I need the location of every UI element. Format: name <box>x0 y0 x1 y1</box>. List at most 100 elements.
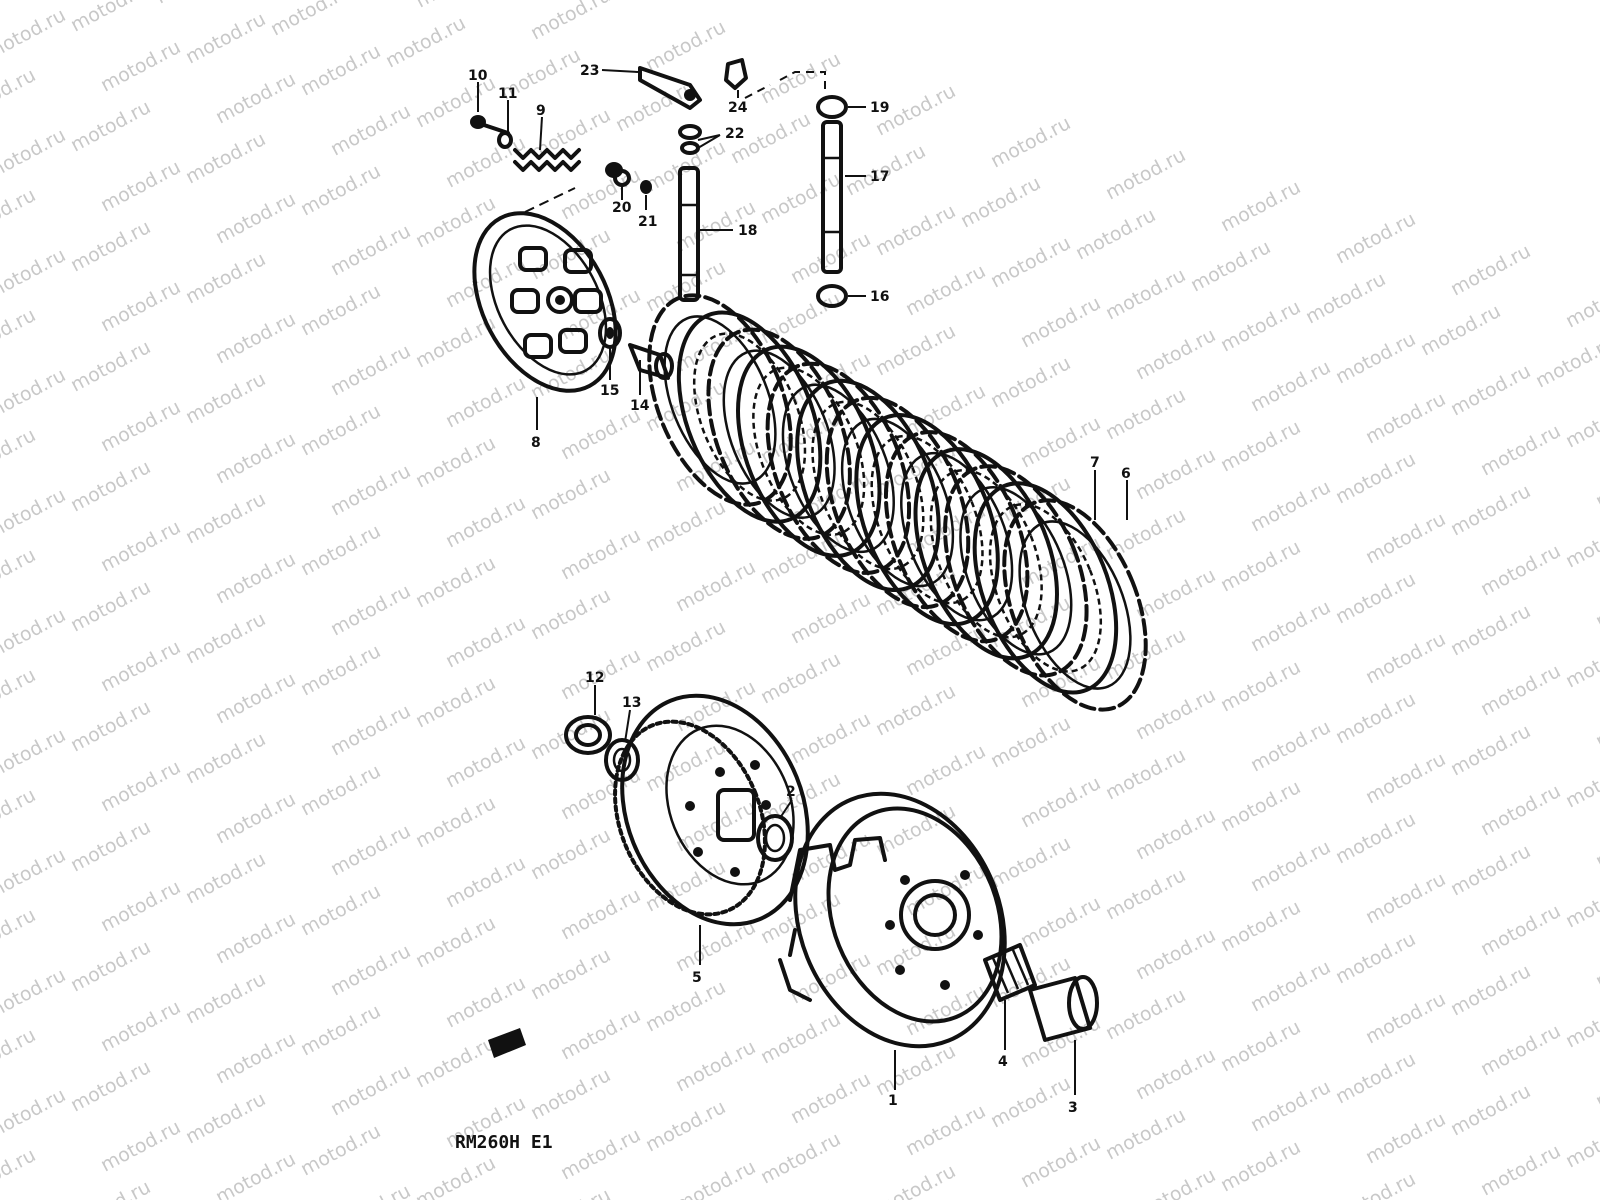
watermark-text: motod.ru <box>1102 384 1189 444</box>
watermark-text: motod.ru <box>1532 332 1600 392</box>
watermark-text: motod.ru <box>1102 744 1189 804</box>
watermark-text: motod.ru <box>182 368 269 428</box>
watermark-text: motod.ru <box>527 0 614 44</box>
watermark-text: motod.ru <box>1362 868 1449 928</box>
watermark-text: motod.ru <box>787 588 874 648</box>
primary-driven-gear <box>613 693 810 927</box>
watermark-text: motod.ru <box>297 1000 384 1060</box>
callout-8: 8 <box>531 435 541 451</box>
watermark-text: motod.ru <box>1477 660 1564 720</box>
watermark-text: motod.ru <box>412 552 499 612</box>
watermark-text: motod.ru <box>0 244 69 304</box>
watermark-text: motod.ru <box>182 1088 269 1148</box>
watermark-text: motod.ru <box>1017 772 1104 832</box>
watermark-text: motod.ru <box>1247 716 1334 776</box>
watermark-text: motod.ru <box>642 1096 729 1156</box>
callout-23: 23 <box>580 63 599 79</box>
watermark-text: motod.ru <box>987 352 1074 412</box>
watermark-text: motod.ru <box>1592 1052 1600 1112</box>
watermark-text: motod.ru <box>672 1036 759 1096</box>
watermark-text: motod.ru <box>557 1124 644 1184</box>
watermark-text: motod.ru <box>412 1152 499 1200</box>
watermark-text: motod.ru <box>97 756 184 816</box>
watermark-text: motod.ru <box>0 484 69 544</box>
watermark-text: motod.ru <box>67 1056 154 1116</box>
watermark-text: motod.ru <box>442 252 529 312</box>
watermark-text: motod.ru <box>672 1156 759 1200</box>
callout-19: 19 <box>870 100 889 116</box>
watermark-text: motod.ru <box>987 1072 1074 1132</box>
callout-11: 11 <box>498 86 517 102</box>
watermark-text: motod.ru <box>1477 900 1564 960</box>
watermark-text: motod.ru <box>642 616 729 676</box>
drive-plate <box>943 464 1089 678</box>
watermark-text: motod.ru <box>67 96 154 156</box>
callout-15: 15 <box>600 383 619 399</box>
watermark-text: motod.ru <box>97 156 184 216</box>
watermark-text: motod.ru <box>1362 628 1449 688</box>
watermark-text: motod.ru <box>267 0 354 40</box>
watermark-text: motod.ru <box>0 64 39 124</box>
watermark-text: motod.ru <box>557 884 644 944</box>
watermark-text: motod.ru <box>67 0 154 36</box>
watermark-text: motod.ru <box>212 68 299 128</box>
watermark-text: motod.ru <box>872 680 959 740</box>
callout-6: 6 <box>1121 466 1131 482</box>
watermark-text: motod.ru <box>1562 872 1600 932</box>
watermark-text: motod.ru <box>182 848 269 908</box>
watermark-text: motod.ru <box>297 760 384 820</box>
watermark-text: motod.ru <box>0 724 69 784</box>
callout-10: 10 <box>468 68 488 84</box>
watermark-text: motod.ru <box>67 696 154 756</box>
callout-1: 1 <box>888 1093 898 1109</box>
watermark-text: motod.ru <box>1132 324 1219 384</box>
watermark-text: motod.ru <box>557 1004 644 1064</box>
watermark-text: motod.ru <box>1447 240 1534 300</box>
watermark-text: motod.ru <box>442 732 529 792</box>
watermark-text: motod.ru <box>1332 688 1419 748</box>
watermark-text: motod.ru <box>1332 208 1419 268</box>
watermark-text: motod.ru <box>67 1176 154 1200</box>
watermark-text: motod.ru <box>1132 1164 1219 1200</box>
watermark-text: motod.ru <box>297 640 384 700</box>
watermark-text: motod.ru <box>0 364 69 424</box>
driven-plate <box>736 344 882 558</box>
watermark-text: motod.ru <box>1102 504 1189 564</box>
watermark-text: motod.ru <box>1017 652 1104 712</box>
model-code: RM260H E1 <box>455 1132 553 1153</box>
watermark-text: motod.ru <box>97 1116 184 1176</box>
watermark-text: motod.ru <box>0 124 69 184</box>
watermark-text: motod.ru <box>1217 776 1304 836</box>
watermark-text: motod.ru <box>872 320 959 380</box>
watermark-text: motod.ru <box>97 276 184 336</box>
watermark-text: motod.ru <box>1217 176 1304 236</box>
callout-21: 21 <box>638 214 657 230</box>
watermark-text: motod.ru <box>412 1032 499 1092</box>
watermark-text: motod.ru <box>1132 804 1219 864</box>
watermark-text: motod.ru <box>1332 1048 1419 1108</box>
watermark-text: motod.ru <box>0 1144 39 1200</box>
watermark-text: motod.ru <box>0 964 69 1024</box>
watermark-text: motod.ru <box>757 168 844 228</box>
watermark-text: motod.ru <box>297 400 384 460</box>
watermark-text: motod.ru <box>212 1028 299 1088</box>
watermark-text: motod.ru <box>327 460 414 520</box>
watermark-text: motod.ru <box>327 580 414 640</box>
watermark-text: motod.ru <box>412 432 499 492</box>
watermark-text: motod.ru <box>0 424 39 484</box>
watermark-text: motod.ru <box>1132 924 1219 984</box>
callout-9: 9 <box>536 103 546 119</box>
watermark-text: motod.ru <box>212 188 299 248</box>
watermark-text: motod.ru <box>642 16 729 76</box>
release-arm-23 <box>638 66 702 110</box>
watermark-text: motod.ru <box>97 516 184 576</box>
watermark-text: motod.ru <box>902 260 989 320</box>
watermark-text: motod.ru <box>1562 752 1600 812</box>
watermark-text: motod.ru <box>1592 932 1600 992</box>
watermark-text: motod.ru <box>787 1068 874 1128</box>
watermark-text: motod.ru <box>0 904 39 964</box>
needle-bearing-4 <box>983 943 1037 1002</box>
watermark-text: motod.ru <box>1332 448 1419 508</box>
watermark-text: motod.ru <box>212 908 299 968</box>
